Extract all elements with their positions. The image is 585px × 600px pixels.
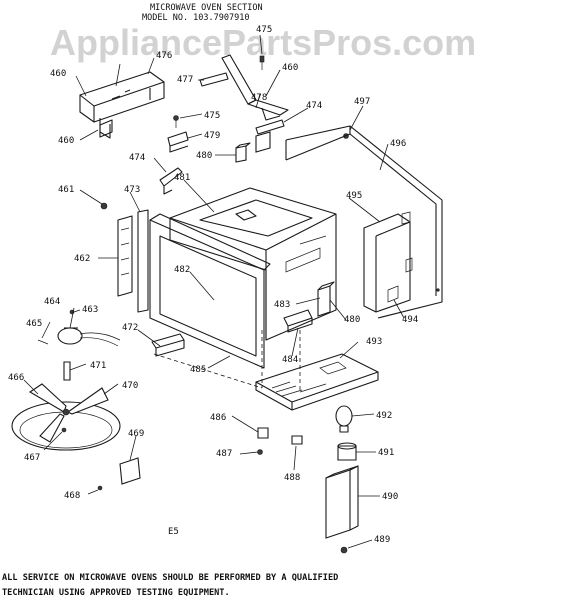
callout-482: 482 (174, 265, 190, 275)
part-462-hinge (117, 215, 133, 297)
part-474-bracket-lower (159, 167, 183, 195)
callout-469: 469 (128, 429, 144, 439)
callout-478: 478 (251, 93, 267, 103)
callout-466: 466 (8, 373, 24, 383)
callout-470: 470 (122, 381, 138, 391)
callout-495: 495 (346, 191, 362, 201)
leader-lines (23, 34, 405, 549)
screw-461 (100, 202, 108, 210)
callout-485: 485 (190, 365, 206, 375)
callout-483: 483 (274, 300, 290, 310)
part-492-lamp (335, 405, 353, 433)
part-476-bracket (79, 71, 165, 139)
callout-465: 465 (26, 319, 42, 329)
callout-486: 486 (210, 413, 226, 423)
callout-473: 473 (124, 185, 140, 195)
part-484-block (283, 309, 313, 333)
callout-460-right: 460 (282, 63, 298, 73)
part-493-base-plate (255, 353, 379, 411)
callout-487: 487 (216, 449, 232, 459)
callout-493: 493 (366, 337, 382, 347)
part-491-socket (337, 442, 357, 461)
part-482-front-frame (149, 213, 271, 369)
part-490-cylinder (325, 465, 359, 539)
part-474-bracket-upper (255, 119, 285, 153)
footer-line-1: ALL SERVICE ON MICROWAVE OVENS SHOULD BE… (2, 573, 338, 583)
callout-471: 471 (90, 361, 106, 371)
callout-481: 481 (174, 173, 190, 183)
part-460-tab (99, 119, 113, 138)
callout-489: 489 (374, 535, 390, 545)
callout-490: 490 (382, 492, 398, 502)
part-495-side-panel (363, 213, 411, 313)
callout-476: 476 (156, 51, 172, 61)
screw-475-mid (173, 115, 179, 128)
screw-475-top (259, 55, 265, 70)
callout-496: 496 (390, 139, 406, 149)
screw-489 (340, 546, 348, 554)
diagram-title: MICROWAVE OVEN SECTION (150, 3, 263, 13)
callout-474-upper: 474 (306, 101, 322, 111)
callout-479: 479 (204, 131, 220, 141)
screw-465 (37, 339, 49, 345)
callout-494: 494 (402, 315, 418, 325)
part-481-oven-cavity (169, 187, 337, 341)
part-477-bar (199, 72, 229, 87)
part-467-clip (61, 427, 67, 433)
part-469-plate (119, 457, 141, 485)
part-464-fan-motor (57, 327, 121, 347)
callout-461: 461 (58, 185, 74, 195)
part-470-fan-blade (28, 383, 109, 443)
screw-487 (257, 449, 263, 455)
callout-468: 468 (64, 491, 80, 501)
callout-463: 463 (82, 305, 98, 315)
footer-line-2: TECHNICIAN USING APPROVED TESTING EQUIPM… (2, 588, 230, 598)
part-480-block-upper (235, 142, 251, 163)
callout-480-upper: 480 (196, 151, 212, 161)
callout-497: 497 (354, 97, 370, 107)
part-473-gasket (137, 209, 149, 313)
part-483-interlock (317, 281, 335, 317)
callout-491: 491 (378, 448, 394, 458)
callout-475-mid: 475 (204, 111, 220, 121)
callout-462: 462 (74, 254, 90, 264)
callout-474-lower: 474 (129, 153, 145, 163)
part-485-base-outline (153, 330, 301, 390)
part-472-bracket (151, 333, 185, 357)
part-471-shaft (63, 361, 71, 381)
callout-488: 488 (284, 473, 300, 483)
callout-484: 484 (282, 355, 298, 365)
page-code: E5 (168, 527, 179, 537)
part-478-switch-bracket (221, 54, 289, 121)
callout-464: 464 (44, 297, 60, 307)
callout-477: 477 (177, 75, 193, 85)
part-479-bracket (167, 131, 189, 153)
foot-488 (291, 435, 303, 445)
callout-460-lower: 460 (58, 136, 74, 146)
foot-486 (257, 427, 269, 439)
screw-468 (97, 485, 103, 491)
callout-472: 472 (122, 323, 138, 333)
model-number: MODEL NO. 103.7907910 (142, 13, 249, 23)
callout-492: 492 (376, 411, 392, 421)
callout-475-top: 475 (256, 25, 272, 35)
callout-467: 467 (24, 453, 40, 463)
callout-460-left: 460 (50, 69, 66, 79)
callout-480-lower: 480 (344, 315, 360, 325)
callout-labels: 475 460 476 477 460 478 474 497 460 475 … (8, 25, 418, 545)
